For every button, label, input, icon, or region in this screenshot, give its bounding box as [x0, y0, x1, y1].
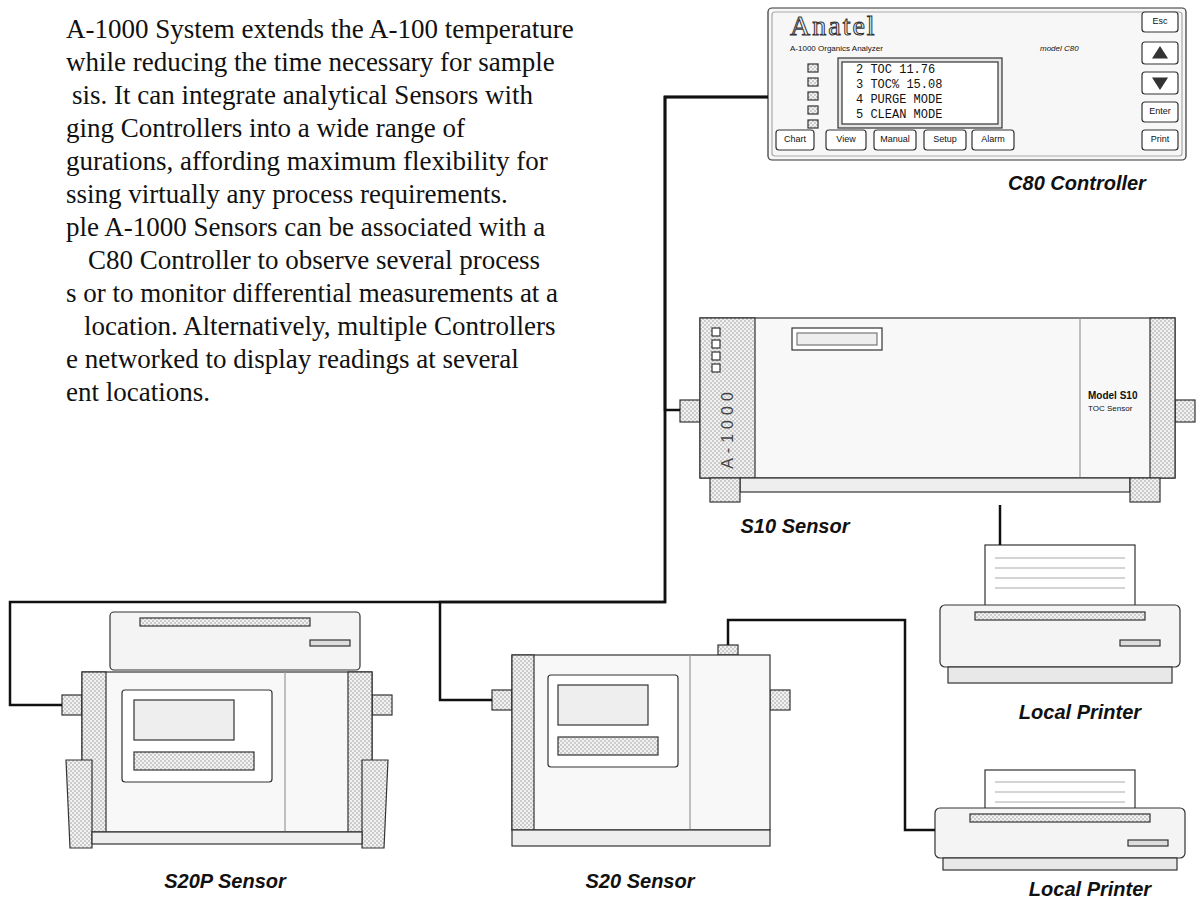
model-badge: TOC Sensor	[1088, 404, 1132, 413]
cable-path	[10, 97, 768, 705]
screen-line: 5 CLEAN MODE	[856, 109, 942, 123]
button-label: Setup	[933, 134, 957, 144]
button-label: Print	[1151, 134, 1170, 144]
screen-line: 4 PURGE MODE	[856, 94, 942, 108]
cable-line	[1000, 505, 1001, 545]
s10-sensor-drawing	[680, 318, 1195, 502]
cable-line	[665, 97, 768, 410]
brand-logo: Anatel	[790, 10, 877, 42]
button-label: Chart	[784, 134, 806, 144]
cable-path	[665, 97, 768, 410]
printer-drawing	[935, 770, 1185, 870]
body-text: location. Alternatively, multiple Contro…	[84, 311, 555, 342]
button-label: Alarm	[981, 134, 1005, 144]
printer-drawing	[940, 545, 1180, 683]
body-text: ging Controllers into a wide range of	[66, 113, 465, 144]
vertical-brand: A-1000	[719, 387, 737, 469]
screen-line: 3 TOC% 15.08	[856, 79, 942, 93]
body-text: e networked to display readings at sever…	[66, 344, 519, 375]
body-text: ssing virtually any process requirements…	[66, 179, 508, 210]
button-label: View	[836, 134, 855, 144]
cable-path	[999, 505, 1002, 545]
body-text: s or to monitor differential measurement…	[66, 278, 558, 309]
body-text: C80 Controller to observe several proces…	[88, 245, 540, 276]
device-caption: S20 Sensor	[586, 870, 695, 893]
device-caption: Local Printer	[1019, 701, 1141, 724]
device-node: Local Printer	[940, 545, 1180, 685]
body-text: while reducing the time necessary for sa…	[66, 47, 555, 78]
cable-line	[728, 620, 935, 830]
body-text: gurations, affording maximum flexibility…	[66, 146, 548, 177]
device-node: S20P Sensor	[62, 612, 392, 850]
body-text: A-1000 System extends the A-100 temperat…	[66, 14, 574, 45]
screen-line: 2 TOC 11.76	[856, 64, 935, 78]
model-badge: Model S10	[1088, 390, 1137, 402]
button-label: Enter	[1149, 106, 1171, 116]
device-caption: S20P Sensor	[164, 870, 286, 893]
controller-drawing	[768, 8, 1186, 160]
model-name: model C80	[1040, 44, 1079, 53]
device-caption: C80 Controller	[1008, 172, 1146, 195]
body-text: ple A-1000 Sensors can be associated wit…	[66, 212, 545, 243]
button-label: Manual	[880, 134, 910, 144]
s20-sensor-drawing	[492, 645, 790, 846]
device-caption: S10 Sensor	[741, 515, 850, 538]
body-text: ent locations.	[66, 377, 210, 408]
s20p-sensor-drawing	[62, 612, 392, 848]
device-caption: Local Printer	[1029, 878, 1151, 901]
device-node: S20 Sensor	[492, 645, 790, 850]
cable-line	[10, 97, 768, 705]
device-node: Local Printer	[935, 770, 1185, 870]
body-text: sis. It can integrate analytical Sensors…	[72, 80, 533, 111]
model-subtitle: A-1000 Organics Analyzer	[790, 44, 883, 53]
cable-path	[728, 620, 935, 830]
button-label: Esc	[1152, 16, 1167, 26]
